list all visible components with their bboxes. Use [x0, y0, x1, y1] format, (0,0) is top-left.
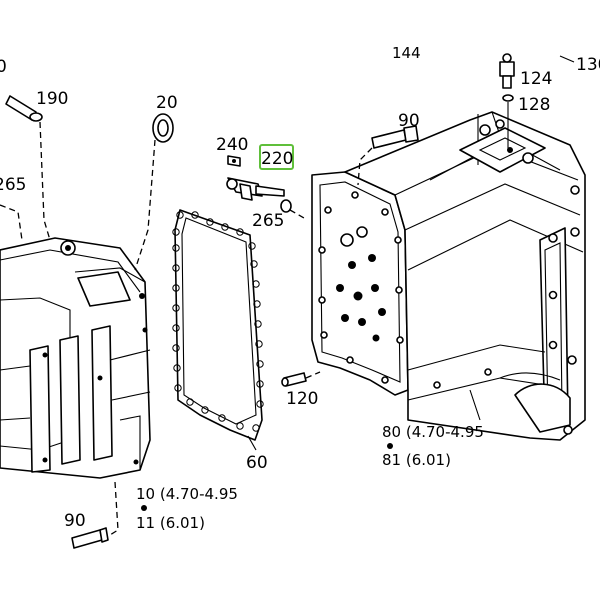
callout-11: 11 (6.01)	[136, 514, 205, 532]
callout-130: 130	[576, 55, 600, 75]
callout-80: 80 (4.70-4.95	[382, 423, 484, 441]
callout-240: 240	[216, 135, 248, 155]
callout-190: 190	[36, 89, 68, 109]
callout-81: 81 (6.01)	[382, 451, 451, 469]
bolt-90-bottom	[71, 527, 109, 549]
callout-120: 120	[286, 389, 318, 409]
callout-60: 60	[246, 453, 268, 473]
pin-190	[5, 95, 43, 122]
gasket-60	[172, 209, 264, 441]
bullet-81	[387, 443, 393, 449]
callout-220: 220	[261, 149, 293, 169]
oring-265	[280, 199, 292, 213]
callout-90-top: 90	[398, 111, 420, 131]
callout-124: 124	[520, 69, 552, 89]
bullet-11	[141, 505, 147, 511]
callout-20: 20	[156, 93, 178, 113]
callout-265-right: 265	[252, 211, 284, 231]
left-housing	[0, 237, 151, 479]
fitting-124	[499, 53, 515, 89]
callout-10: 10 (4.70-4.95	[136, 485, 238, 503]
right-housing	[311, 111, 586, 441]
callout-144: 144	[392, 44, 421, 62]
pin-120	[281, 372, 307, 387]
oring-128	[502, 94, 514, 102]
highlight-box-220	[259, 144, 294, 170]
bolt-90-top	[371, 125, 419, 149]
screw-240	[227, 155, 241, 167]
ring-20	[152, 113, 174, 143]
callout-128: 128	[518, 95, 550, 115]
fitting-220	[226, 177, 285, 201]
callout-90-bottom: 90	[64, 511, 86, 531]
callout-265-left: 265	[0, 175, 26, 195]
callout-0: 0	[0, 57, 7, 77]
